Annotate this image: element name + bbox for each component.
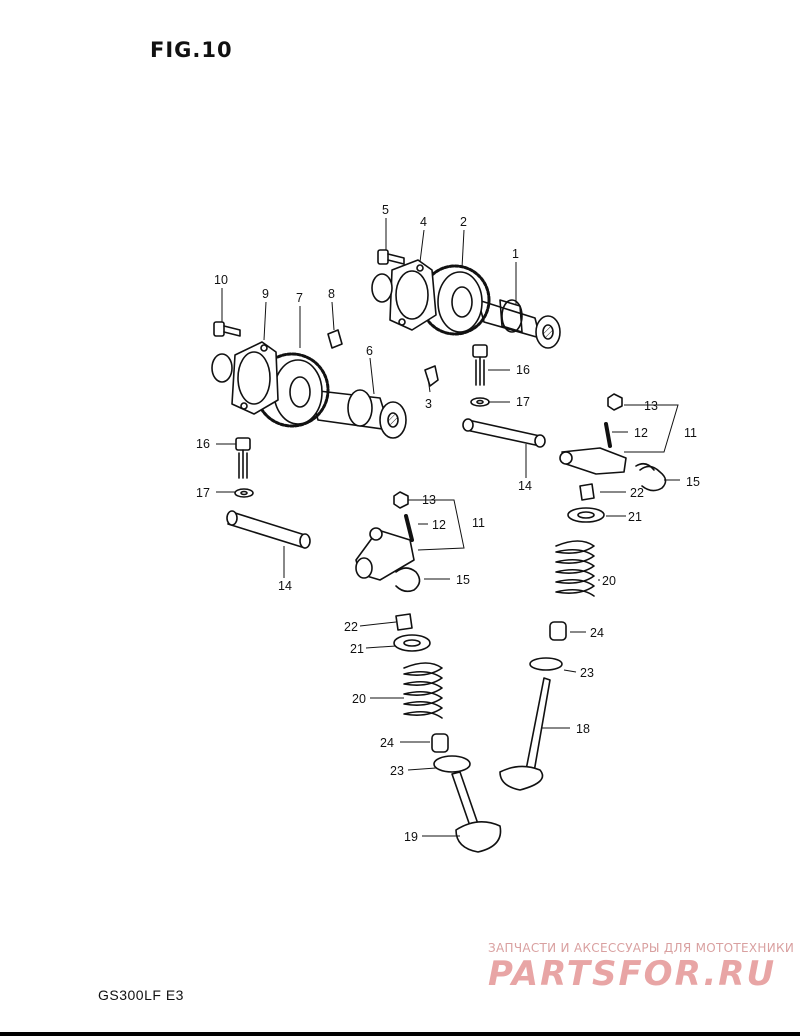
rocker-arm-bolt-upper <box>472 344 488 386</box>
callout-17-left: 17 <box>196 486 210 500</box>
callout-22-right: 22 <box>630 486 644 500</box>
callout-6: 6 <box>366 344 373 358</box>
callout-17-right: 17 <box>516 395 530 409</box>
callout-20-left: 20 <box>352 692 366 706</box>
rocker-shaft-lower <box>226 510 311 549</box>
rocker-arm-right <box>559 393 667 492</box>
callout-2: 2 <box>460 215 467 229</box>
callout-15-left: 15 <box>456 573 470 587</box>
callout-13-left: 13 <box>422 493 436 507</box>
watermark-tagline: ЗАПЧАСТИ И АКСЕССУАРЫ ДЛЯ МОТОТЕХНИКИ <box>488 941 795 955</box>
callout-11-left: 11 <box>472 516 485 530</box>
bolt-upper-part <box>377 249 405 265</box>
spring-seat-left <box>433 755 471 773</box>
pin-part <box>424 365 439 387</box>
callout-20-right: 20 <box>602 574 616 588</box>
retainer-right <box>567 507 605 523</box>
callout-18: 18 <box>576 722 590 736</box>
callout-16-left: 16 <box>196 437 210 451</box>
callout-9: 9 <box>262 287 269 301</box>
rocker-shaft-upper <box>462 418 546 448</box>
figure-title: FIG.10 <box>150 38 233 62</box>
sprocket-flange-lower-part <box>211 341 279 415</box>
leader-lines <box>216 218 680 837</box>
callout-12-left: 12 <box>432 518 446 532</box>
camshaft-left-part <box>309 389 407 439</box>
valve-spring-left <box>403 662 443 719</box>
callout-23-right: 23 <box>580 666 594 680</box>
model-code: GS300LF E3 <box>98 987 184 1003</box>
callout-labels: 1 2 3 4 5 6 7 8 9 10 11 12 13 14 15 16 1… <box>196 203 700 844</box>
callout-13-right: 13 <box>644 399 658 413</box>
callout-7: 7 <box>296 291 303 305</box>
callout-24-right: 24 <box>590 626 604 640</box>
callout-14-right: 14 <box>518 479 532 493</box>
cotter-right <box>579 483 595 501</box>
sprocket-flange-upper-part <box>371 259 437 331</box>
callout-10: 10 <box>214 273 228 287</box>
callout-21-right: 21 <box>628 510 642 524</box>
washer-lower <box>234 488 254 498</box>
bolt-lower-part <box>213 321 241 337</box>
stem-seal-right <box>549 621 567 641</box>
callout-19: 19 <box>404 830 418 844</box>
callout-14-left: 14 <box>278 579 292 593</box>
cotter-left <box>395 613 413 631</box>
bottom-border <box>0 1032 800 1036</box>
callout-22-left: 22 <box>344 620 358 634</box>
callout-3: 3 <box>425 397 432 411</box>
callout-8: 8 <box>328 287 335 301</box>
cam-sprocket-left-part <box>254 352 330 428</box>
washer-upper <box>470 397 490 407</box>
callout-4: 4 <box>420 215 427 229</box>
callout-5: 5 <box>382 203 389 217</box>
callout-24-left: 24 <box>380 736 394 750</box>
stem-seal-left <box>431 733 449 753</box>
spring-seat-right <box>529 657 563 671</box>
rocker-arm-left <box>355 491 421 593</box>
callout-11-right: 11 <box>684 426 697 440</box>
camshaft-right-part <box>477 299 561 349</box>
callout-16-right: 16 <box>516 363 530 377</box>
callout-15-right: 15 <box>686 475 700 489</box>
exhaust-valve <box>499 677 551 791</box>
rocker-arm-bolt-lower <box>235 437 251 479</box>
valve-spring-right <box>555 540 595 597</box>
callout-21-left: 21 <box>350 642 364 656</box>
intake-valve <box>451 771 502 853</box>
callout-1: 1 <box>512 247 519 261</box>
callout-12-right: 12 <box>634 426 648 440</box>
retainer-left <box>393 634 431 652</box>
dowel-pin-part <box>327 329 343 349</box>
callout-23-left: 23 <box>390 764 404 778</box>
watermark-brand: PARTSFOR.RU <box>488 954 776 994</box>
cam-sprocket-right-part <box>419 264 491 336</box>
